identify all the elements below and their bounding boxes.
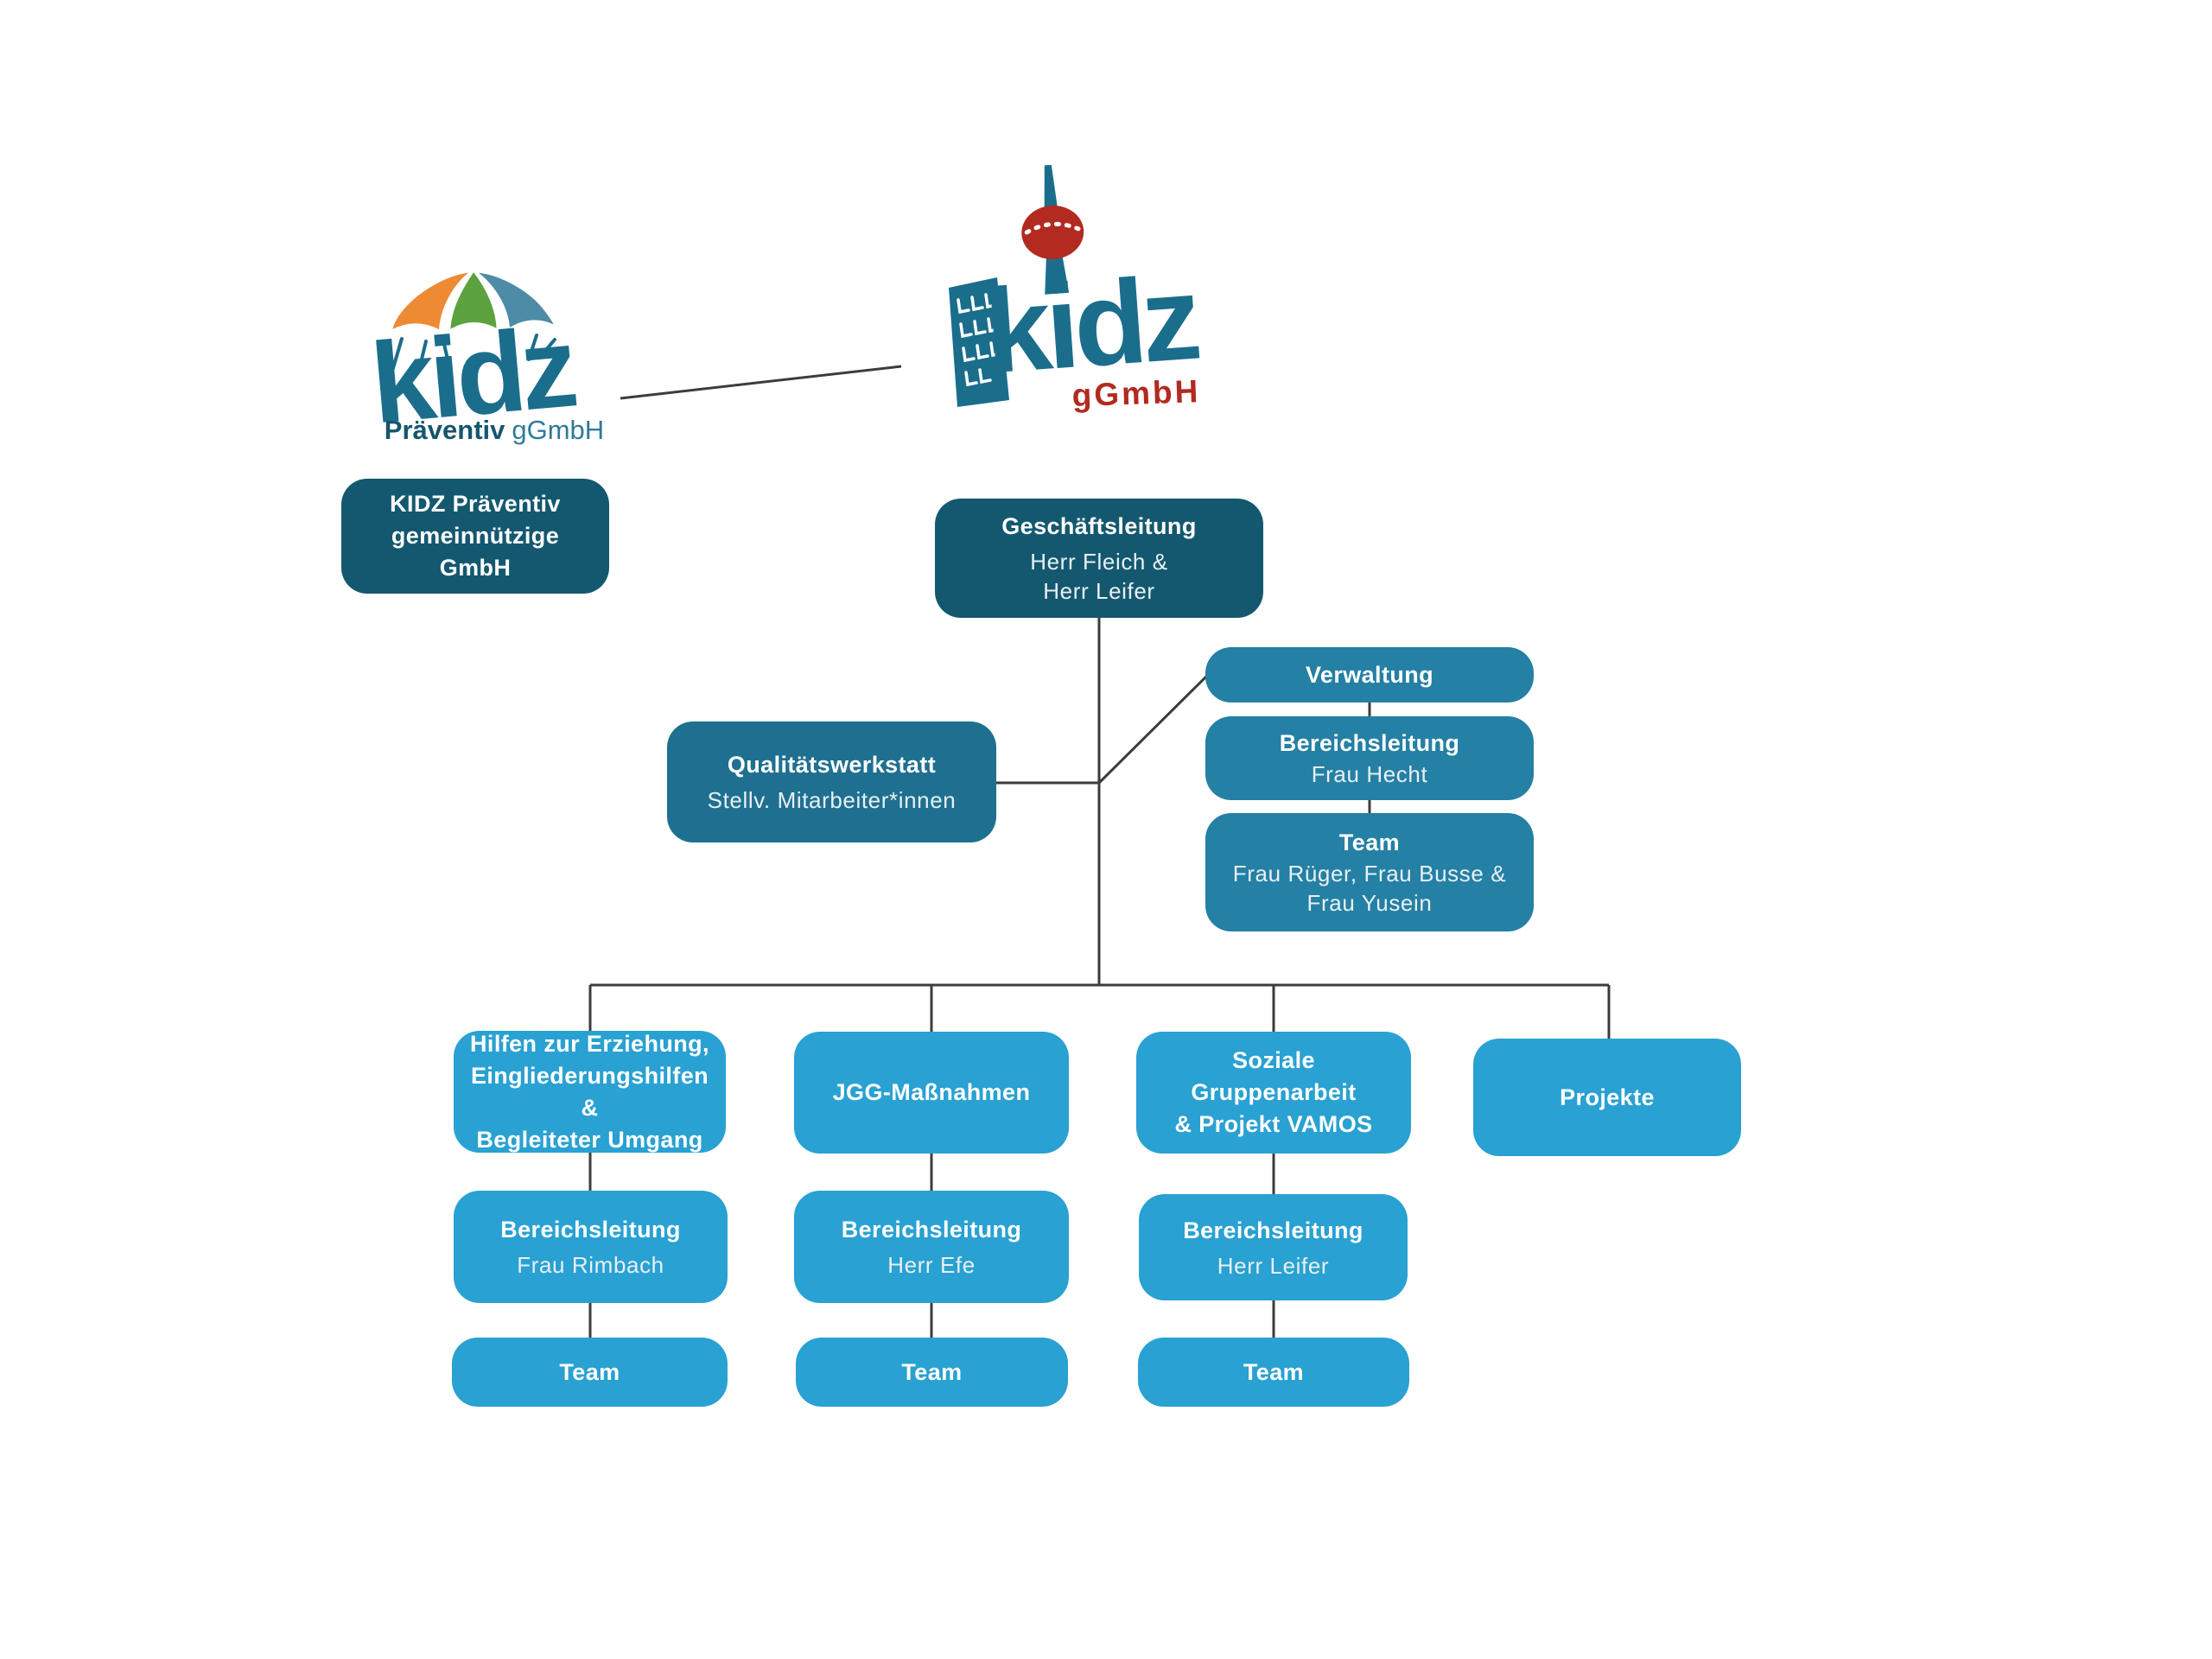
parachute-strings <box>391 334 556 370</box>
box-verwaltung-team: Team Frau Rüger, Frau Busse & Frau Yusei… <box>1205 813 1534 931</box>
verwaltung-bereichsleitung-name: Frau Hecht <box>1311 761 1428 787</box>
box-verwaltung: Verwaltung <box>1205 647 1534 702</box>
box-bereichsleitung-hilfen: Bereichsleitung Frau Rimbach <box>454 1191 728 1303</box>
bereichsleitung-soziale-title: Bereichsleitung <box>1183 1217 1363 1243</box>
box-holding-company: KIDZ Präventiv gemeinnützige GmbH <box>341 479 609 594</box>
geschaeftsleitung-title: Geschäftsleitung <box>1001 513 1197 539</box>
team-soziale-title: Team <box>1243 1358 1305 1385</box>
box-qualitaetswerkstatt: Qualitätswerkstatt Stellv. Mitarbeiter*i… <box>667 721 996 842</box>
connector-verwaltung-diagonal <box>1097 673 1210 785</box>
building-icon <box>949 277 1009 407</box>
qualitaetswerkstatt-subtitle: Stellv. Mitarbeiter*innen <box>707 787 957 813</box>
bereichsleitung-hilfen-title: Bereichsleitung <box>500 1217 681 1243</box>
bereichsleitung-jgg-name: Herr Efe <box>887 1252 976 1278</box>
box-dept-hilfen: Hilfen zur Erziehung, Eingliederungshilf… <box>454 1031 726 1153</box>
box-team-jgg: Team <box>796 1338 1068 1407</box>
tv-tower-icon <box>1021 164 1084 295</box>
dept-soziale-line2: & Projekt VAMOS <box>1174 1111 1373 1137</box>
connector-logo-link <box>620 365 902 400</box>
box-bereichsleitung-jgg: Bereichsleitung Herr Efe <box>794 1191 1069 1303</box>
bereichsleitung-jgg-title: Bereichsleitung <box>841 1217 1022 1243</box>
box-verwaltung-bereichsleitung: Bereichsleitung Frau Hecht <box>1205 716 1534 800</box>
dept-projekte-title: Projekte <box>1560 1084 1655 1110</box>
bereichsleitung-soziale-name: Herr Leifer <box>1217 1252 1330 1279</box>
geschaeftsleitung-name2: Herr Leifer <box>1043 578 1155 604</box>
box-dept-jgg: JGG-Maßnahmen <box>794 1032 1069 1154</box>
box-team-hilfen: Team <box>452 1338 728 1407</box>
umbrella-icon <box>390 268 557 334</box>
dept-hilfen-line1: Hilfen zur Erziehung, <box>470 1030 709 1057</box>
kidz-ggmbh-logo: kidz gGmbH <box>949 164 1203 413</box>
verwaltung-team-names1: Frau Rüger, Frau Busse & <box>1232 861 1507 887</box>
verwaltung-team-title: Team <box>1338 830 1401 855</box>
team-jgg-title: Team <box>901 1358 963 1385</box>
box-bereichsleitung-soziale: Bereichsleitung Herr Leifer <box>1139 1194 1408 1300</box>
verwaltung-bereichsleitung-title: Bereichsleitung <box>1279 730 1460 756</box>
box-team-soziale: Team <box>1138 1338 1409 1407</box>
dept-soziale-line1: Soziale Gruppenarbeit <box>1191 1047 1357 1105</box>
verwaltung-team-names2: Frau Yusein <box>1306 890 1433 916</box>
holding-line2: gemeinnützige GmbH <box>391 523 560 581</box>
dept-hilfen-line2: Eingliederungshilfen & <box>470 1062 709 1121</box>
box-geschaeftsleitung: Geschäftsleitung Herr Fleich & Herr Leif… <box>935 499 1263 618</box>
kidz-logo-tagline: gGmbH <box>1071 373 1201 413</box>
box-dept-soziale: Soziale Gruppenarbeit & Projekt VAMOS <box>1136 1032 1411 1154</box>
bereichsleitung-hilfen-name: Frau Rimbach <box>517 1252 664 1278</box>
verwaltung-title: Verwaltung <box>1305 661 1434 688</box>
praeventiv-logo-word: kidz <box>366 303 580 448</box>
box-dept-projekte: Projekte <box>1473 1039 1741 1156</box>
team-hilfen-title: Team <box>559 1358 620 1385</box>
dept-hilfen-line3: Begleiteter Umgang <box>476 1126 703 1153</box>
qualitaetswerkstatt-title: Qualitätswerkstatt <box>727 752 937 778</box>
geschaeftsleitung-name1: Herr Fleich & <box>1030 549 1168 575</box>
dept-jgg-title: JGG-Maßnahmen <box>832 1079 1031 1105</box>
holding-line1: KIDZ Präventiv <box>390 491 561 517</box>
kidz-logo-word: kidz <box>981 251 1203 399</box>
